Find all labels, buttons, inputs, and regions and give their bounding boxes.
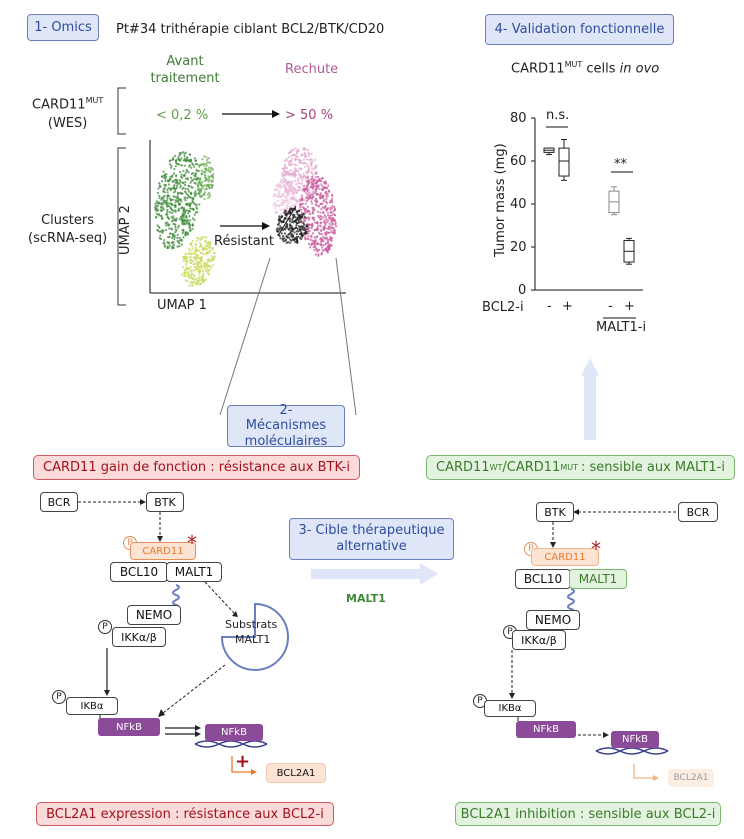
left-nemo: NEMO bbox=[127, 605, 181, 625]
right-ikk: IKKα/β bbox=[512, 630, 566, 650]
section-alt-target-label: 3- Cible thérapeutique alternative bbox=[289, 518, 454, 560]
right-btk: BTK bbox=[536, 502, 574, 522]
cluster-before-green-top bbox=[195, 155, 215, 200]
pct-before: < 0,2 % bbox=[156, 108, 209, 123]
subtitle-card11: CARD11 bbox=[511, 61, 565, 77]
section-omics-label: 1- Omics bbox=[27, 14, 99, 41]
left-card11-star: * bbox=[187, 531, 197, 555]
right-ikb: IKBα bbox=[484, 700, 536, 717]
resistant-label: Résistant bbox=[214, 234, 275, 249]
left-bottom-banner: BCL2A1 expression : résistance aux BCL2-… bbox=[36, 802, 334, 826]
left-top-banner: CARD11 gain de fonction : résistance aux… bbox=[33, 455, 360, 480]
left-bcr: BCR bbox=[40, 492, 78, 512]
rb-text: : sensible aux MALT1-i bbox=[580, 460, 725, 475]
rb-sup-wt: WT bbox=[489, 463, 503, 472]
left-bcl10: BCL10 bbox=[110, 562, 168, 582]
right-card11: CARD11 bbox=[531, 548, 599, 566]
chart-y-ticks bbox=[531, 117, 535, 291]
validation-up-arrow bbox=[581, 358, 599, 440]
alt-target-malt1: MALT1 bbox=[346, 592, 386, 605]
malt1i-label: MALT1-i bbox=[596, 320, 647, 335]
cluster-before-yellow bbox=[180, 235, 216, 287]
card11-text: CARD11 bbox=[32, 97, 86, 113]
bcl2i-sign-2: + bbox=[562, 299, 573, 314]
right-nemo: NEMO bbox=[526, 610, 580, 630]
section-mechanisms-label: 2- Mécanismes moléculaires bbox=[227, 403, 345, 449]
rb-sup-mut: MUT bbox=[560, 463, 578, 472]
ytick-0: 0 bbox=[518, 283, 527, 298]
pct-relapse: > 50 % bbox=[285, 108, 334, 123]
card11-method: (WES) bbox=[47, 115, 88, 131]
right-bottom-banner: BCL2A1 inhibition : sensible aux BCL2-i bbox=[455, 802, 721, 826]
right-nfkb-1: NFkB bbox=[516, 721, 576, 738]
zoom-line-left bbox=[219, 257, 271, 416]
right-bcl10: BCL10 bbox=[515, 569, 571, 589]
col-before-label: Avant traitement bbox=[150, 54, 220, 86]
patient-title: Pt#34 trithérapie ciblant BCL2/BTK/CD20 bbox=[116, 22, 385, 37]
left-btk: BTK bbox=[146, 492, 184, 512]
ytick-40: 40 bbox=[510, 197, 527, 212]
chart-boxes bbox=[543, 139, 635, 265]
box-0 bbox=[543, 147, 555, 156]
box-2 bbox=[608, 186, 620, 216]
substrats-label-2: MALT1 bbox=[235, 633, 271, 646]
left-ikb: IKBα bbox=[66, 697, 118, 715]
left-nfkb-1: NFkB bbox=[98, 718, 160, 736]
box-3 bbox=[623, 237, 635, 265]
boxplot-chart bbox=[531, 117, 643, 440]
ytick-60: 60 bbox=[510, 154, 527, 169]
section-validation-label: 4- Validation fonctionnelle bbox=[485, 14, 674, 45]
subtitle-sup: MUT bbox=[564, 60, 583, 69]
ytick-80: 80 bbox=[510, 111, 527, 126]
left-ikk-p: P bbox=[98, 620, 112, 634]
rb-card11-b: /CARD11 bbox=[502, 460, 561, 475]
bcl2i-sign-4: + bbox=[624, 299, 635, 314]
row-card11-label: CARD11MUT (WES) bbox=[32, 95, 103, 133]
substrats-pie bbox=[220, 602, 289, 671]
clusters-method: (scRNA-seq) bbox=[28, 231, 108, 247]
right-card11-star: * bbox=[591, 537, 601, 561]
bracket-clusters bbox=[117, 147, 126, 306]
sig-star: ** bbox=[614, 157, 627, 172]
left-card11: CARD11 bbox=[130, 542, 196, 560]
left-ikk: IKKα/β bbox=[112, 627, 166, 647]
left-plus: + bbox=[235, 751, 251, 772]
right-bcr: BCR bbox=[678, 502, 718, 522]
cluster-before-green-main bbox=[154, 151, 202, 250]
right-bcl2a1: BCL2A1 bbox=[668, 769, 714, 787]
left-ikb-p: P bbox=[52, 690, 66, 704]
right-malt1: MALT1 bbox=[569, 569, 627, 589]
box-1 bbox=[558, 139, 570, 181]
validation-subtitle: CARD11MUT cells in ovo bbox=[511, 60, 659, 76]
spring-right bbox=[567, 588, 575, 615]
clusters-text: Clusters bbox=[41, 213, 95, 228]
left-malt1: MALT1 bbox=[166, 562, 222, 582]
subtitle-cells: cells bbox=[586, 61, 616, 77]
col-relapse-label: Rechute bbox=[285, 62, 339, 77]
card11-sup: MUT bbox=[85, 96, 104, 105]
umap-clusters bbox=[154, 146, 338, 287]
dna-left bbox=[194, 740, 268, 748]
dna-right bbox=[595, 747, 669, 755]
left-bcl2a1: BCL2A1 bbox=[266, 763, 326, 783]
left-nfkb-2: NFkB bbox=[205, 724, 263, 741]
bcl2i-sign-1: - bbox=[547, 299, 552, 314]
subtitle-inovo: in ovo bbox=[619, 61, 660, 77]
zoom-line-right bbox=[335, 257, 357, 416]
bcl2i-label: BCL2-i bbox=[482, 300, 524, 315]
substrats-label-1: Substrats bbox=[225, 618, 278, 631]
sig-ns: n.s. bbox=[546, 108, 570, 123]
ytick-20: 20 bbox=[510, 240, 527, 255]
rb-card11-a: CARD11 bbox=[436, 460, 490, 475]
bcl2i-sign-3: - bbox=[608, 299, 613, 314]
cluster-relapse-pink-top bbox=[281, 146, 319, 204]
row-clusters-label: Clusters (scRNA-seq) bbox=[28, 212, 107, 248]
right-nfkb-2: NFkB bbox=[611, 731, 659, 748]
umap-x-label: UMAP 1 bbox=[157, 298, 207, 313]
cluster-resistant bbox=[275, 207, 309, 244]
omics-figure bbox=[117, 87, 357, 416]
bracket-card11 bbox=[117, 87, 126, 135]
